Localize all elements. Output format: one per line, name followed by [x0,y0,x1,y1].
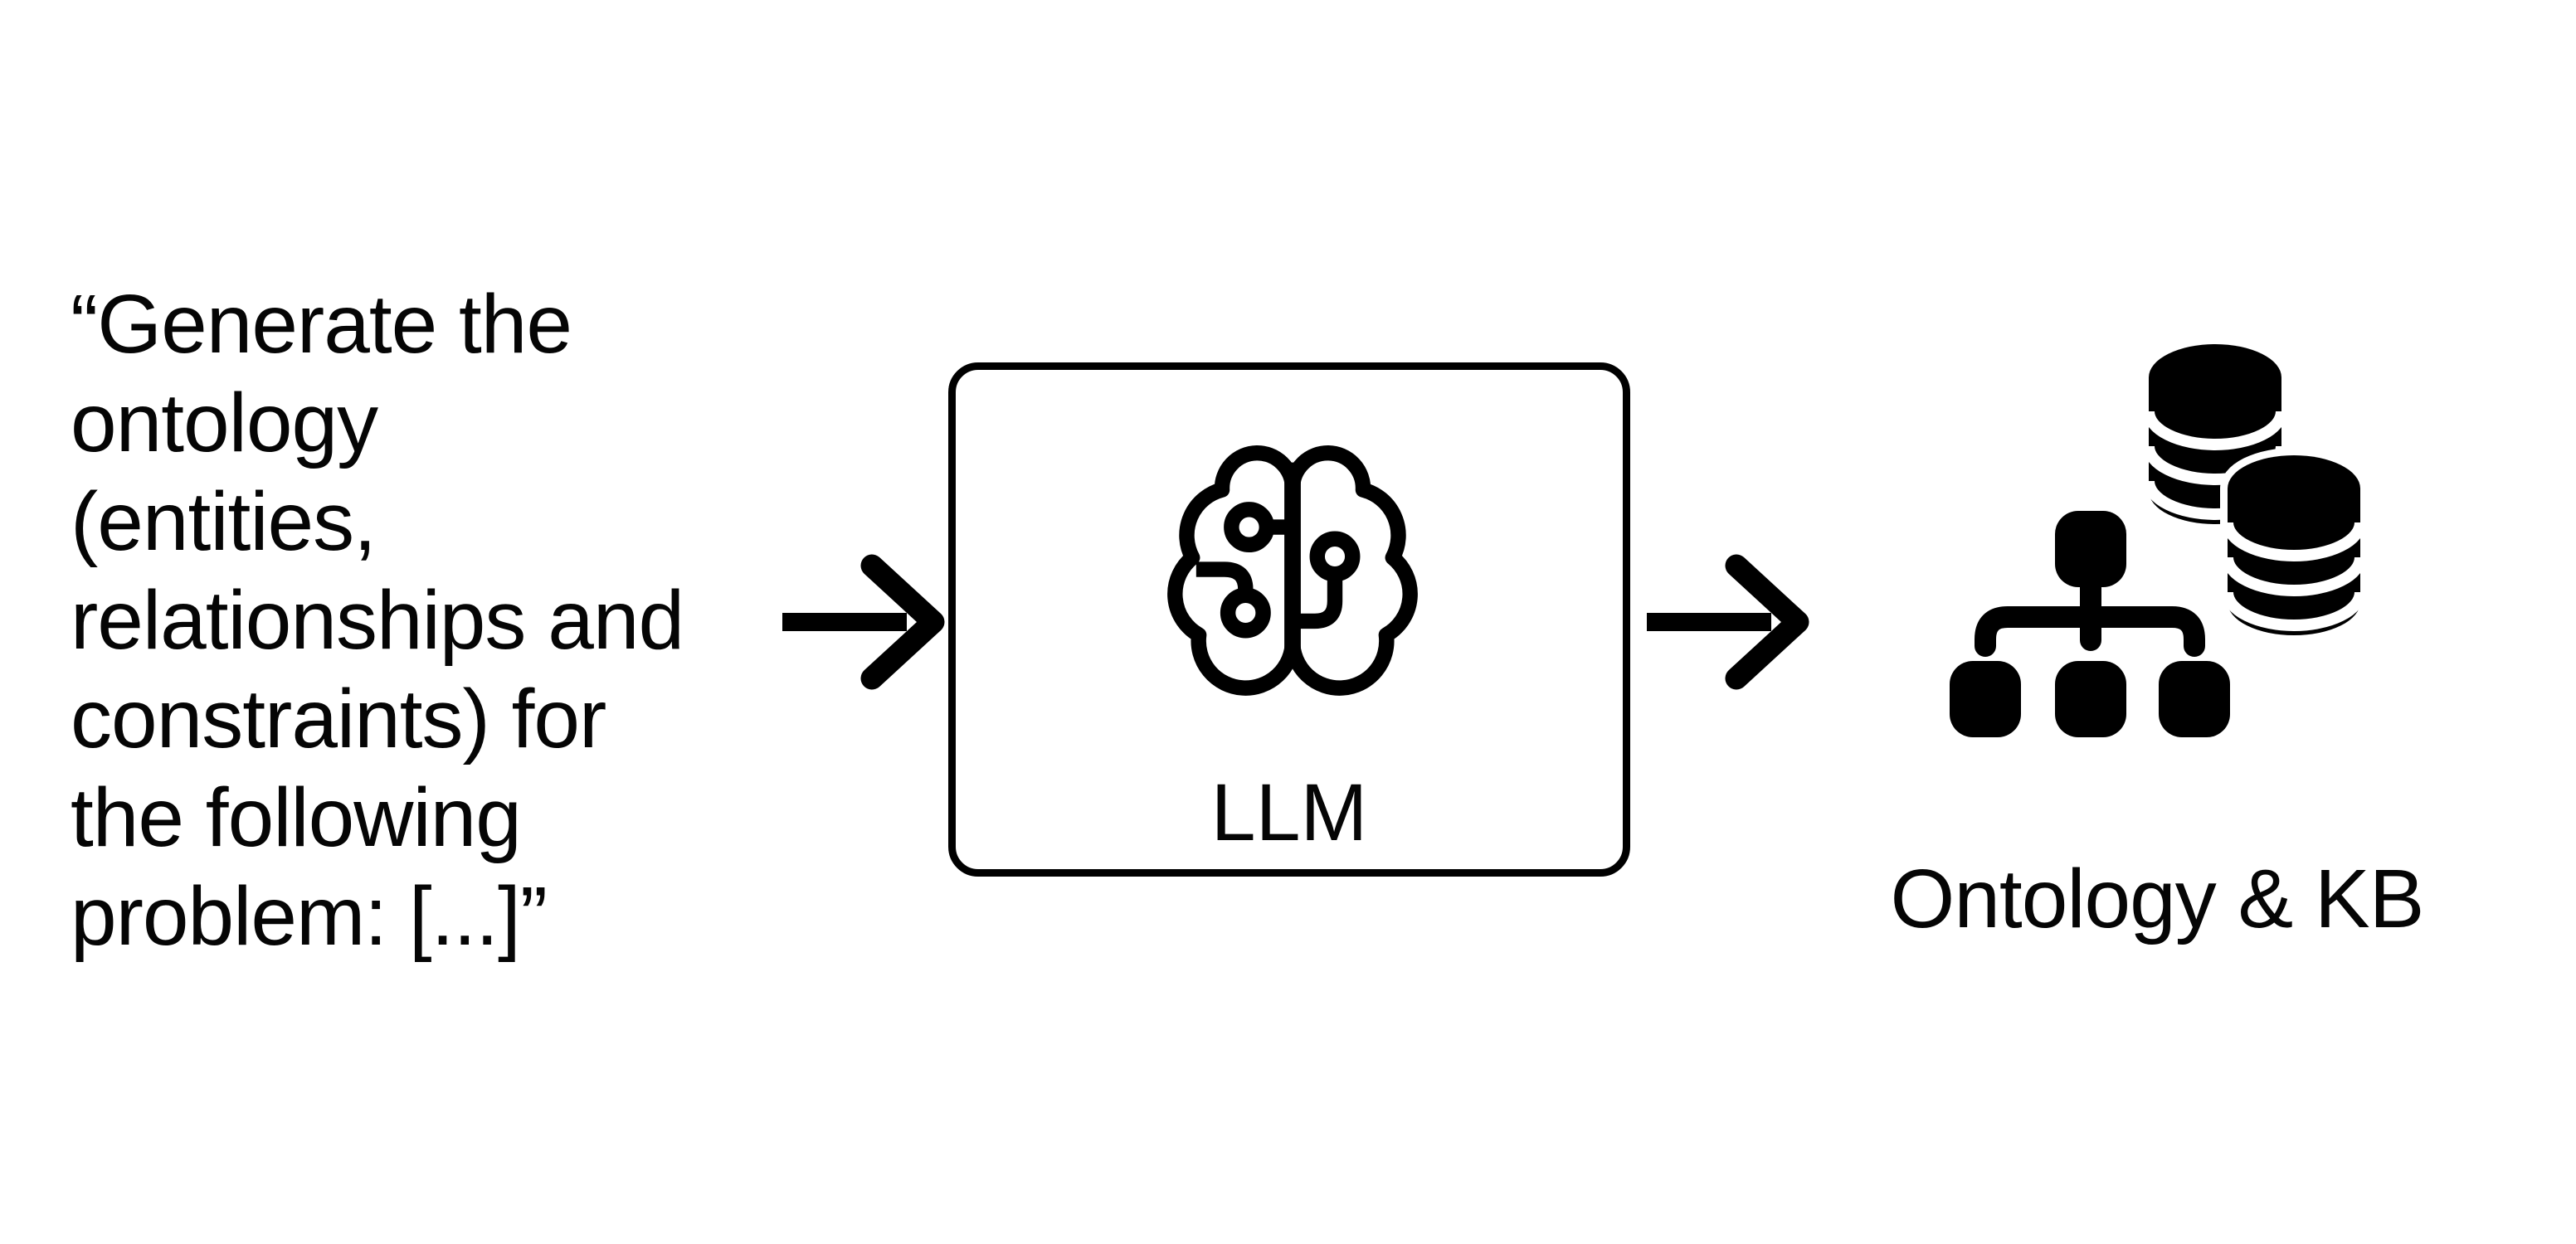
llm-label: LLM [1210,767,1368,858]
ontology-kb-icons [1950,344,2368,737]
prompt-text: “Generate the ontology (entities, relati… [71,278,684,963]
ontology-kb-label: Ontology & KB [1890,853,2425,945]
database-icon [2220,448,2368,643]
arrow-right-icon [1647,554,1809,690]
arrow-right-icon [782,554,945,690]
brain-circuit-icon [1167,445,1418,696]
llm-box: LLM [948,362,1630,877]
hierarchy-icon [1950,511,2230,737]
